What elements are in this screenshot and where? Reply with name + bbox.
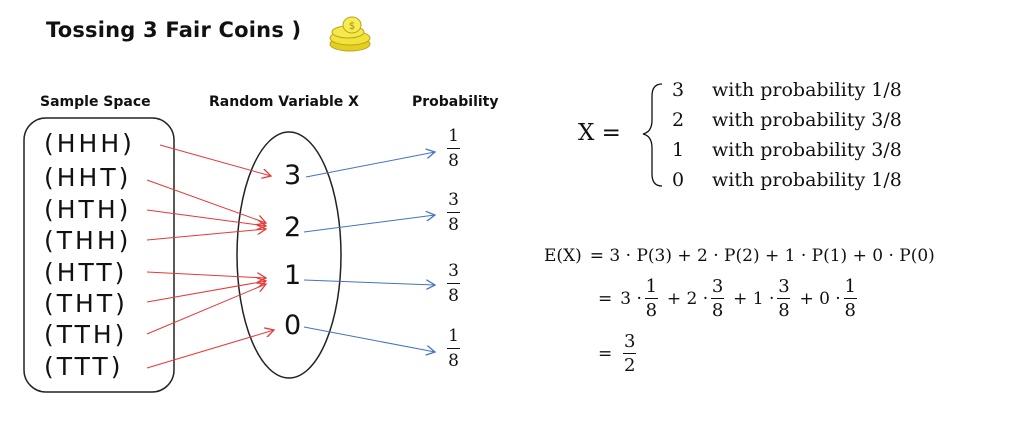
probability-arrow xyxy=(303,279,435,285)
outcome-label: (HHT) xyxy=(44,163,132,192)
outcome-arrow xyxy=(146,229,266,241)
outcome-label: (HHH) xyxy=(44,129,135,158)
outcome-arrow xyxy=(159,144,271,176)
outcome-arrow xyxy=(146,179,266,223)
definition-case: 2 with probability 3/8 xyxy=(672,105,902,135)
outcome-label: (TTT) xyxy=(44,352,124,381)
fraction-numerator: 1 xyxy=(448,126,459,146)
equals-sign: = xyxy=(598,289,613,309)
definition-cases: 3 with probability 1/8 2 with probabilit… xyxy=(672,75,902,195)
probability-arrow xyxy=(303,215,435,233)
fraction-denominator: 8 xyxy=(645,300,658,321)
term-coefficient: 3 · xyxy=(620,289,642,309)
fraction-denominator: 8 xyxy=(711,300,724,321)
term-coefficient: + 2 · xyxy=(666,289,709,309)
expectation-lhs: E(X) xyxy=(544,246,582,266)
fraction-numerator: 3 xyxy=(778,276,790,297)
sample-space-header: Sample Space xyxy=(40,94,151,110)
fraction-denominator: 2 xyxy=(624,355,636,376)
case-text: with probability 1/8 xyxy=(712,169,902,191)
fraction-denominator: 8 xyxy=(448,286,459,306)
definition-case: 1 with probability 3/8 xyxy=(672,135,902,165)
expectation-rhs: = 3 · P(3) + 2 · P(2) + 1 · P(1) + 0 · P… xyxy=(589,246,935,266)
fraction-numerator: 1 xyxy=(645,276,658,297)
piecewise-brace xyxy=(642,83,663,187)
fraction-numerator: 3 xyxy=(624,331,636,352)
fraction-numerator: 3 xyxy=(711,276,724,297)
case-text: with probability 1/8 xyxy=(712,79,902,101)
term-coefficient: + 0 · xyxy=(799,289,841,309)
case-value: 3 xyxy=(672,79,685,101)
outcome-label: (HTT) xyxy=(44,258,128,287)
outcome-arrow xyxy=(146,281,266,303)
case-text: with probability 3/8 xyxy=(712,139,902,161)
random-variable-ellipse xyxy=(236,131,342,379)
random-variable-header: Random Variable X xyxy=(209,94,359,110)
fraction-denominator: 8 xyxy=(448,215,459,235)
outcome-label: (TTH) xyxy=(44,320,128,349)
fraction-numerator: 1 xyxy=(448,326,459,346)
definition-case: 3 with probability 1/8 xyxy=(672,75,902,105)
fraction-numerator: 3 xyxy=(448,261,459,281)
fraction-numerator: 1 xyxy=(844,276,856,297)
case-value: 0 xyxy=(672,169,685,191)
x-value: 0 xyxy=(284,310,302,341)
fraction-denominator: 8 xyxy=(778,300,790,321)
fraction-denominator: 8 xyxy=(448,351,459,371)
outcome-label: (THT) xyxy=(44,289,128,318)
probability-header: Probability xyxy=(412,94,499,110)
page-title: Tossing 3 Fair Coins ) xyxy=(46,18,302,42)
svg-text:$: $ xyxy=(349,21,355,32)
fraction-denominator: 8 xyxy=(844,300,856,321)
term-coefficient: + 1 · xyxy=(733,289,775,309)
outcome-arrow xyxy=(146,209,266,226)
fraction-denominator: 8 xyxy=(448,151,459,171)
x-value: 3 xyxy=(284,160,302,191)
case-text: with probability 3/8 xyxy=(712,109,902,131)
x-value: 1 xyxy=(284,260,302,291)
definition-case: 0 with probability 1/8 xyxy=(672,165,902,195)
outcome-label: (HTH) xyxy=(44,195,132,224)
coins-icon: $ xyxy=(329,16,371,52)
x-value: 2 xyxy=(284,212,302,243)
case-value: 2 xyxy=(672,109,685,131)
probability-arrow xyxy=(305,152,435,178)
fraction-numerator: 3 xyxy=(448,190,459,210)
expectation-line-1: E(X) = 3 · P(3) + 2 · P(2) + 1 · P(1) + … xyxy=(544,246,935,266)
outcome-arrow xyxy=(146,284,266,335)
sample-space-box xyxy=(23,117,175,393)
equals-sign: = xyxy=(598,344,613,364)
outcome-arrow xyxy=(146,271,266,278)
outcome-arrow xyxy=(146,330,274,369)
definition-lhs: X = xyxy=(578,120,621,146)
probability-arrow xyxy=(303,326,435,352)
case-value: 1 xyxy=(672,139,685,161)
outcome-label: (THH) xyxy=(44,226,132,255)
